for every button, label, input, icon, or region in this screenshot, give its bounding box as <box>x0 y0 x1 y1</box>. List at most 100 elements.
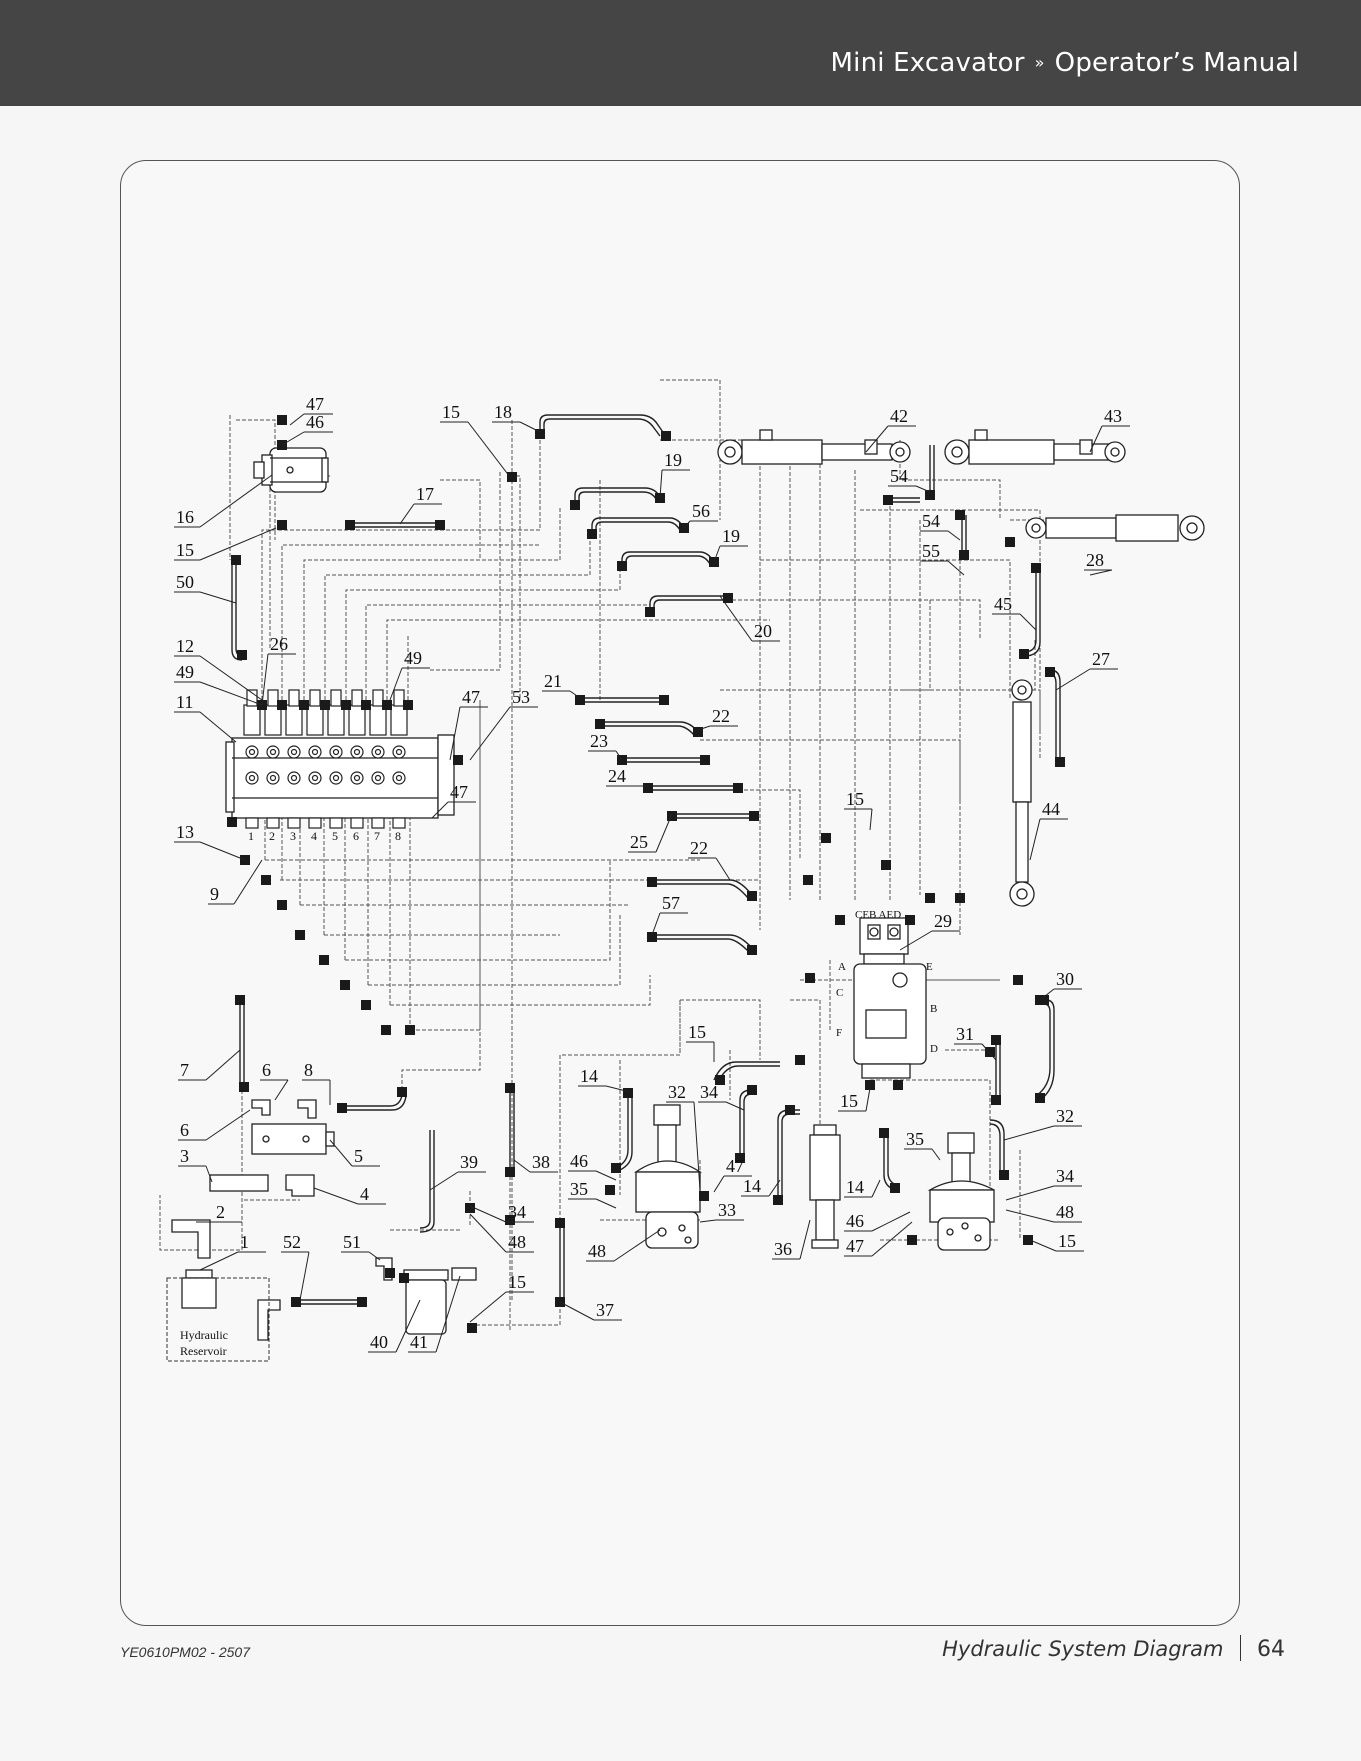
valve-section <box>369 689 387 829</box>
callout-21: 21 <box>542 671 581 699</box>
diagram-frame <box>120 160 1240 1626</box>
callout-47: 47 <box>289 394 333 426</box>
callout-number: 18 <box>494 402 512 422</box>
hose-fitting <box>1055 757 1065 767</box>
callout-leader <box>1055 668 1091 691</box>
hose-fitting <box>1031 563 1041 573</box>
callout-leader <box>719 595 753 642</box>
callout-number: 14 <box>846 1177 864 1197</box>
hose-fitting <box>570 500 580 510</box>
hose-fitting <box>465 1203 475 1213</box>
valve-sections <box>243 689 408 829</box>
callout-29: 29 <box>899 911 960 951</box>
callout-47: 47 <box>844 1221 913 1257</box>
callout-number: 36 <box>774 1239 792 1259</box>
callout-leader <box>389 667 403 701</box>
callout-leader <box>697 725 711 731</box>
callout-leader <box>865 425 889 453</box>
callout-leader <box>205 1165 213 1183</box>
hose-fitting <box>747 945 757 955</box>
callout-25: 25 <box>628 813 673 853</box>
hose-fitting <box>345 520 355 530</box>
callout-40: 40 <box>368 1299 421 1353</box>
hose-fitting <box>879 1128 889 1138</box>
callout-number: 16 <box>176 507 194 527</box>
callout-number: 24 <box>608 766 626 786</box>
callout-number: 51 <box>343 1232 361 1252</box>
swivel-port-letter: B <box>930 1003 937 1015</box>
pump-motor-16 <box>253 447 329 493</box>
hose-fitting <box>747 1085 757 1095</box>
callout-leader <box>659 469 663 499</box>
hose-fitting <box>277 700 287 710</box>
callout-leader <box>1029 818 1041 861</box>
callout-number: 29 <box>934 911 952 931</box>
cylinder-36 <box>809 1124 841 1249</box>
callout-leader <box>981 1043 997 1061</box>
header-product: Mini Excavator <box>830 48 1025 78</box>
callout-leader <box>199 474 273 528</box>
callout-leader <box>435 1275 461 1353</box>
hose-fitting <box>505 1167 515 1177</box>
hose-fitting <box>1035 1093 1045 1103</box>
hose-fitting <box>382 700 392 710</box>
hose-fitting <box>773 1195 783 1205</box>
hose-fitting <box>821 833 831 843</box>
hose-fitting <box>385 1268 395 1278</box>
hose-fitting <box>405 1025 415 1035</box>
callout-number: 56 <box>692 501 710 521</box>
callout-leader <box>469 1291 507 1323</box>
hose-fitting <box>277 415 287 425</box>
callout-leader <box>467 421 511 478</box>
callout-number: 45 <box>994 594 1012 614</box>
hose-fitting <box>505 1083 515 1093</box>
callout-15: 15 <box>844 789 873 831</box>
callout-number: 19 <box>664 450 682 470</box>
callout-15: 15 <box>838 1087 871 1112</box>
callout-number: 13 <box>176 822 194 842</box>
callout-leader <box>205 1049 241 1081</box>
callout-number: 32 <box>668 1082 686 1102</box>
callout-leader <box>1019 613 1037 631</box>
hose-fitting <box>925 490 935 500</box>
callout-leader <box>1039 988 1055 1001</box>
hose-fitting <box>299 700 309 710</box>
valve-section-number: 4 <box>311 829 317 843</box>
hose-fitting <box>291 1297 301 1307</box>
hose-fitting <box>893 1080 903 1090</box>
callout-leader <box>1005 1185 1055 1201</box>
hose-fitting <box>749 811 759 821</box>
hose-fitting <box>397 1087 407 1097</box>
callout-number: 47 <box>726 1156 744 1176</box>
callout-52: 52 <box>281 1232 310 1301</box>
callout-51: 51 <box>341 1232 381 1261</box>
callout-leader <box>865 1087 871 1112</box>
callout-number: 15 <box>846 789 864 809</box>
hose-fitting <box>357 1297 367 1307</box>
swivel-port-letter: D <box>930 1043 938 1055</box>
callout-30: 30 <box>1039 969 1082 1001</box>
callout-17: 17 <box>399 484 442 525</box>
callout-7: 7 <box>178 1049 241 1081</box>
hose-fitting <box>337 1103 347 1113</box>
callout-9: 9 <box>208 859 263 905</box>
hose-fitting <box>277 520 287 530</box>
callout-number: 8 <box>304 1060 313 1080</box>
callout-leader <box>1005 1209 1055 1223</box>
travel-motor-left <box>633 1104 703 1249</box>
hose-fitting <box>235 995 245 1005</box>
callout-number: 35 <box>570 1179 588 1199</box>
callout-number: 14 <box>580 1066 598 1086</box>
fittings <box>227 415 1065 1333</box>
callout-leader <box>199 841 246 861</box>
callout-number: 39 <box>460 1152 478 1172</box>
hose-fitting <box>237 650 247 660</box>
callout-leader <box>199 655 263 701</box>
hose-fitting <box>535 429 545 439</box>
hose-fitting <box>955 893 965 903</box>
callout-leader <box>289 413 305 426</box>
callout-32: 32 <box>1003 1106 1082 1141</box>
hose-fitting <box>617 561 627 571</box>
